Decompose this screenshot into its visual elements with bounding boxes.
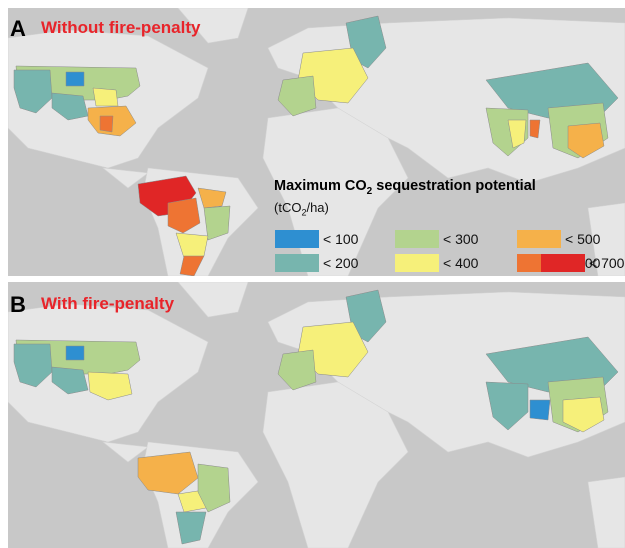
- world-map-b: [8, 282, 625, 548]
- map-panel-b: B With fire-penalty: [8, 282, 625, 548]
- legend-unit: (tCO2/ha): [274, 200, 329, 218]
- legend-label: < 500: [565, 231, 601, 247]
- world-map-a: [8, 8, 625, 276]
- map-panel-a: A Without fire-penalty Maximum CO2 seque…: [8, 8, 625, 276]
- panel-title-a: Without fire-penalty: [41, 18, 201, 37]
- legend-swatch: [517, 230, 561, 248]
- map-regions-a: [13, 15, 619, 276]
- legend-swatch: [275, 254, 319, 272]
- panel-title-b: With fire-penalty: [41, 294, 175, 313]
- legend-label: < 100: [323, 231, 359, 247]
- legend-label: < 200: [323, 255, 359, 271]
- legend-swatch: [275, 230, 319, 248]
- legend-swatch: [395, 254, 439, 272]
- legend-title: Maximum CO2 sequestration potential: [274, 178, 536, 197]
- legend-swatch: [395, 230, 439, 248]
- map-regions-b: [13, 289, 619, 545]
- legend-label: < 700: [589, 255, 625, 271]
- legend-label: < 300: [443, 231, 479, 247]
- legend-label: < 400: [443, 255, 479, 271]
- panel-label-a: A: [10, 16, 26, 41]
- panel-label-b: B: [10, 292, 26, 317]
- legend-swatch: [541, 254, 585, 272]
